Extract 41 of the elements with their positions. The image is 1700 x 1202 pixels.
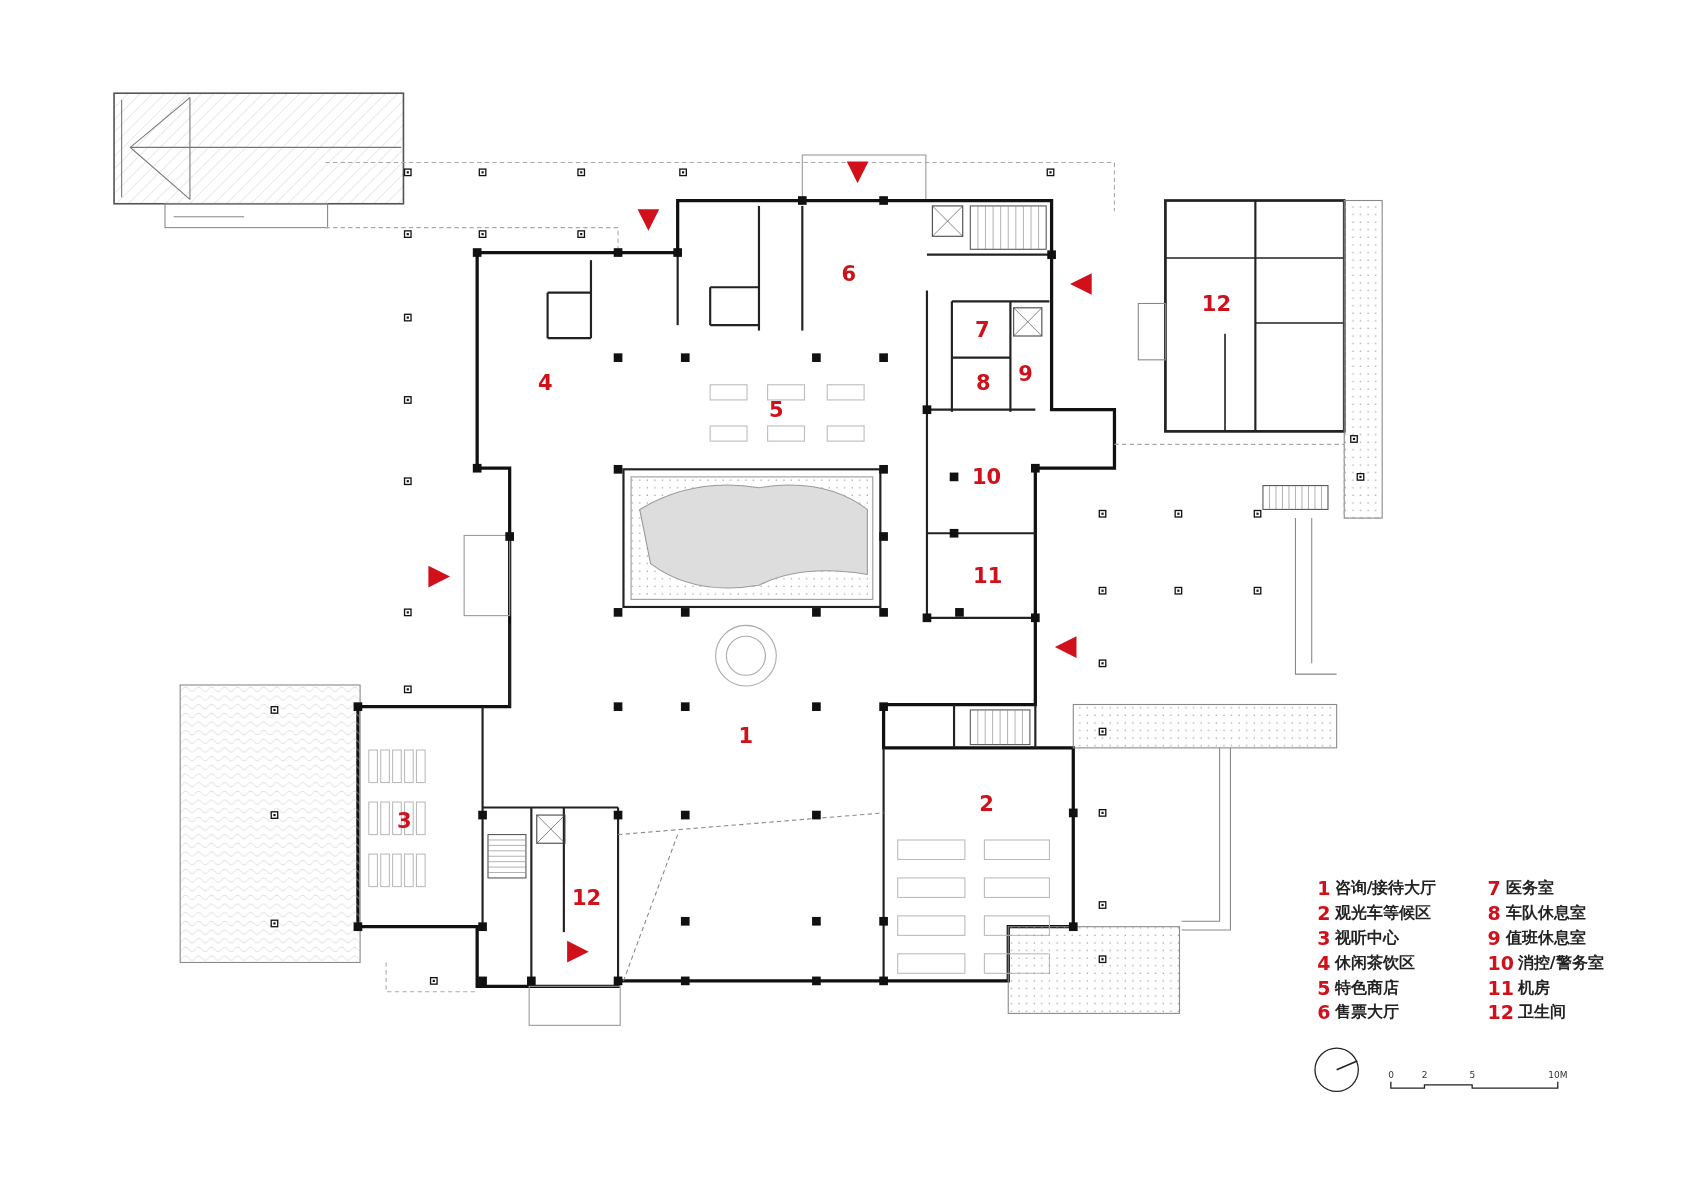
scale-label: 2 — [1421, 1070, 1428, 1080]
room-number: 5 — [768, 399, 784, 421]
legend-number: 7 — [1487, 878, 1501, 898]
legend-text: 售票大厅 — [1334, 1003, 1399, 1020]
legend-number: 12 — [1487, 1002, 1514, 1022]
scale-label: 0 — [1388, 1070, 1394, 1080]
legend-text: 特色商店 — [1334, 979, 1399, 996]
legend-number: 5 — [1317, 978, 1331, 998]
room-number: 11 — [973, 565, 1003, 587]
legend-text: 医务室 — [1505, 879, 1554, 896]
scale-label: 10M — [1548, 1070, 1568, 1080]
legend-text: 机房 — [1517, 979, 1550, 996]
room-number: 8 — [976, 372, 991, 394]
room-number: 1 — [738, 725, 754, 747]
legend-text: 咨询/接待大厅 — [1334, 879, 1437, 896]
legend-text: 视听中心 — [1334, 929, 1399, 946]
room-number: 9 — [1018, 363, 1033, 385]
legend-number: 2 — [1317, 903, 1331, 923]
legend-number: 6 — [1317, 1002, 1331, 1022]
legend-number: 1 — [1317, 878, 1331, 898]
legend-number: 11 — [1487, 978, 1514, 998]
legend-text: 车队休息室 — [1505, 904, 1586, 921]
room-number: 6 — [841, 263, 857, 285]
legend-number: 8 — [1487, 903, 1501, 923]
legend-text: 休闲茶饮区 — [1334, 954, 1415, 971]
legend-number: 10 — [1487, 953, 1514, 973]
room-number: 3 — [397, 810, 412, 832]
room-number: 12 — [571, 887, 602, 909]
scale-label: 5 — [1469, 1070, 1476, 1080]
room-number: 4 — [538, 372, 553, 394]
legend-text: 消控/警务室 — [1517, 954, 1604, 971]
legend-text: 值班休息室 — [1505, 929, 1586, 946]
room-number: 10 — [972, 466, 1002, 488]
legend-number: 9 — [1487, 928, 1501, 948]
legend-text: 卫生间 — [1517, 1003, 1566, 1020]
room-number: 12 — [1201, 293, 1232, 315]
legend-number: 4 — [1317, 953, 1331, 973]
room-number: 7 — [974, 319, 990, 341]
legend-number: 3 — [1317, 928, 1331, 948]
room-number: 2 — [979, 793, 994, 815]
legend-text: 观光车等候区 — [1334, 904, 1431, 921]
